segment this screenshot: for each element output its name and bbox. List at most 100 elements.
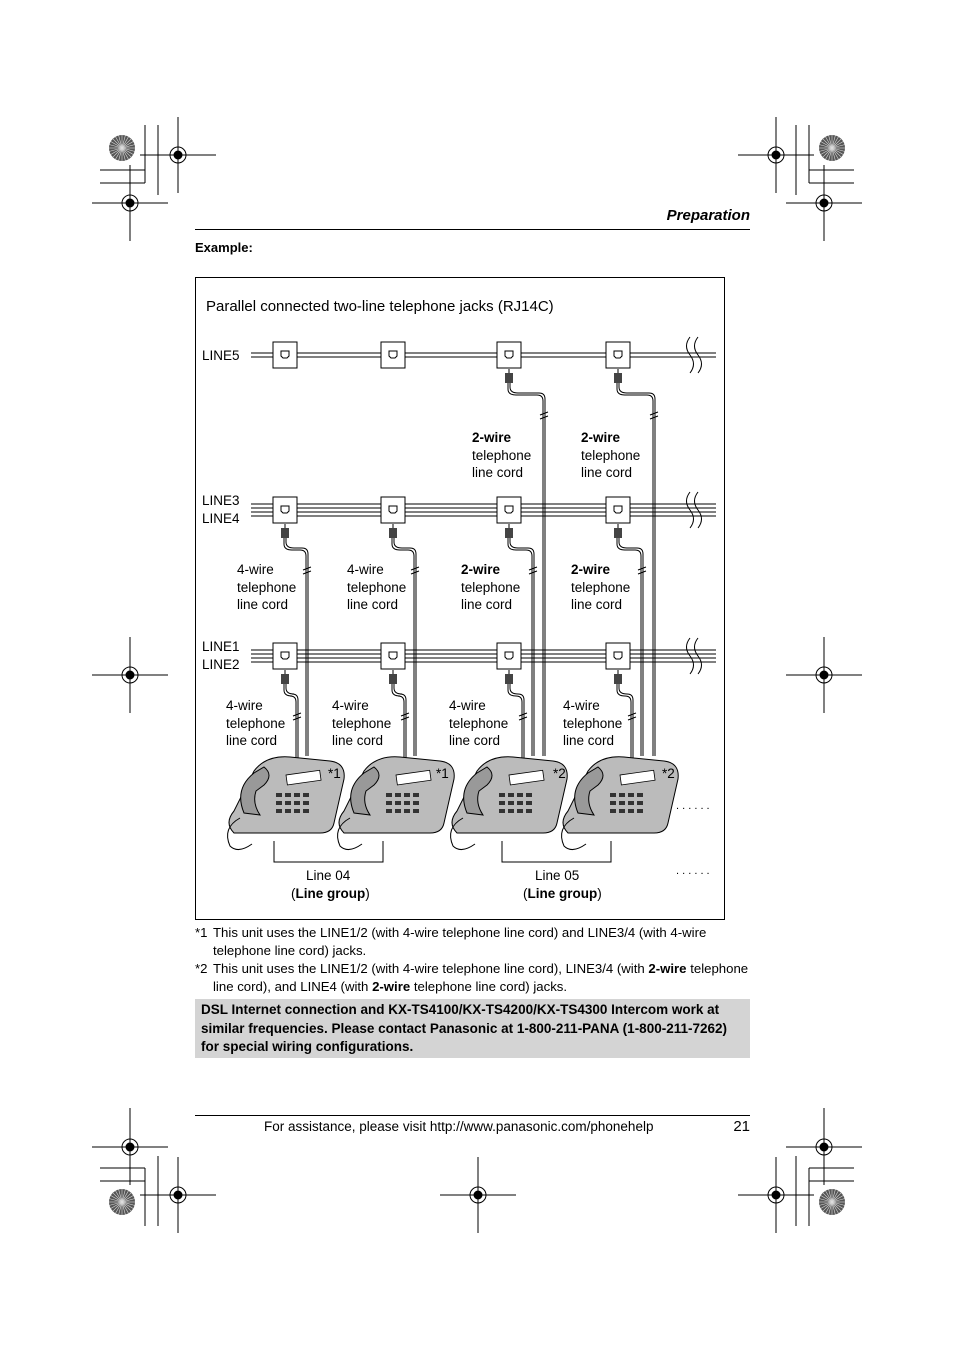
- phone-4-key-1-3: [637, 801, 643, 805]
- example-label: Example:: [195, 240, 253, 255]
- phone-2-key-0-0: [386, 793, 392, 797]
- line12-bus-break-b: [694, 637, 702, 675]
- dsl-notice: DSL Internet connection and KX-TS4100/KX…: [195, 999, 750, 1058]
- line1-label: LINE1: [202, 639, 240, 654]
- phone-3-key-0-1: [508, 793, 514, 797]
- phone-1-key-2-1: [285, 809, 291, 813]
- line4-label: LINE4: [202, 511, 240, 526]
- line3-label: LINE3: [202, 493, 240, 508]
- line5-jack-1: [272, 341, 298, 369]
- phone-1-key-0-3: [303, 793, 309, 797]
- phone-4-key-0-0: [610, 793, 616, 797]
- line34-cord-2-cord-b: [393, 538, 417, 756]
- continuation-dots-1: . . . . . .: [676, 800, 710, 812]
- line12-jack-1-socket: [280, 651, 290, 660]
- phone-4-key-1-2: [628, 801, 634, 805]
- line12-jack-1: [272, 642, 298, 670]
- line34-cord-1-cord-b: [285, 538, 309, 756]
- phone-2-curly-cord: [337, 817, 363, 850]
- phone-1-curly-cord: [227, 817, 253, 850]
- phone-3-key-1-2: [517, 801, 523, 805]
- line5-cord-3-cord-b: [509, 383, 546, 756]
- phone-2-key-2-2: [404, 809, 410, 813]
- line34-cord-1-break: [302, 566, 312, 575]
- line34-jack-2: [380, 496, 406, 524]
- group-1-sub: (Line group): [291, 886, 370, 901]
- line12-cord-1-cord-a: [283, 684, 297, 770]
- line12-cord-4-cord-b: [618, 684, 634, 770]
- line34-cord-4-cord-b: [618, 538, 644, 756]
- line12-cord-3-cord-b: [509, 684, 525, 770]
- line5-cord-4-cord-b: [618, 383, 656, 756]
- line5-jack-2: [380, 341, 406, 369]
- line5-cord-3-break: [539, 411, 549, 420]
- phone-1-key-0-1: [285, 793, 291, 797]
- phone-2-key-1-2: [404, 801, 410, 805]
- line12-jack-3-socket: [504, 651, 514, 660]
- line12-jack-2: [380, 642, 406, 670]
- line34-jack-3: [496, 496, 522, 524]
- line12-cord-2-break: [400, 712, 410, 721]
- footer-rule: [195, 1115, 750, 1116]
- phone-4-key-2-1: [619, 809, 625, 813]
- phone-3-key-0-2: [517, 793, 523, 797]
- phone-4-key-1-0: [610, 801, 616, 805]
- phone-2-key-1-3: [413, 801, 419, 805]
- phone-1-handset: [240, 766, 270, 816]
- line5-cord-4-break: [649, 411, 659, 420]
- phone-mark-3: *2: [553, 766, 566, 781]
- phone-4-key-0-2: [628, 793, 634, 797]
- line34-cord-3-cord-b: [509, 538, 535, 756]
- line12-cord-4-break: [627, 712, 637, 721]
- phone-mark-2: *1: [436, 766, 449, 781]
- line12-cord-4-plug: [614, 674, 622, 684]
- group-2-name: Line 05: [535, 868, 580, 883]
- line12-cord-1-cord-b: [285, 684, 299, 770]
- group-1-name: Line 04: [306, 868, 351, 883]
- phone-2-key-1-0: [386, 801, 392, 805]
- phone-1-display: [285, 769, 322, 786]
- line12-cord-3-cord-a: [507, 684, 523, 770]
- line5-jack-3: [496, 341, 522, 369]
- group-2-bracket: [501, 841, 612, 863]
- line5-jack-1-socket: [280, 350, 290, 359]
- phone-4-curly-cord: [561, 817, 587, 850]
- phone-4-key-0-1: [619, 793, 625, 797]
- line34-cord-3-plug: [505, 528, 513, 538]
- phone-2-key-0-3: [413, 793, 419, 797]
- line34-cord-1-cord-a: [283, 538, 307, 756]
- phone-1-key-2-3: [303, 809, 309, 813]
- line34-cord-4-plug: [614, 528, 622, 538]
- line12-cord-3-break: [518, 712, 528, 721]
- phone-1-key-2-0: [276, 809, 282, 813]
- phone-3-key-0-0: [499, 793, 505, 797]
- line12-jack-3: [496, 642, 522, 670]
- line12-cord-4-cord-a: [616, 684, 632, 770]
- section-title: Preparation: [666, 207, 750, 224]
- assistance-text: For assistance, please visit http://www.…: [264, 1119, 654, 1134]
- line5-bus-break-a: [686, 336, 694, 374]
- phone-3-key-2-2: [517, 809, 523, 813]
- wiring-diagram-graphic: [227, 336, 716, 863]
- line34-cord-2-plug: [389, 528, 397, 538]
- line5-cord-3-plug: [505, 373, 513, 383]
- phone-3-key-1-0: [499, 801, 505, 805]
- line34-cord-4-break: [637, 566, 647, 575]
- line5-cord-4-plug: [614, 373, 622, 383]
- phone-1-key-1-3: [303, 801, 309, 805]
- line12-jack-4-socket: [613, 651, 623, 660]
- line34-cord-2-cord-a: [391, 538, 415, 756]
- line34-jack-1-socket: [280, 505, 290, 514]
- line34-bus-break-a: [686, 491, 694, 529]
- line5-jack-2-socket: [388, 350, 398, 359]
- line12-bus-break-a: [686, 637, 694, 675]
- phone-4-display: [619, 769, 656, 786]
- line5-label: LINE5: [202, 348, 240, 363]
- line34-cord-2-break: [410, 566, 420, 575]
